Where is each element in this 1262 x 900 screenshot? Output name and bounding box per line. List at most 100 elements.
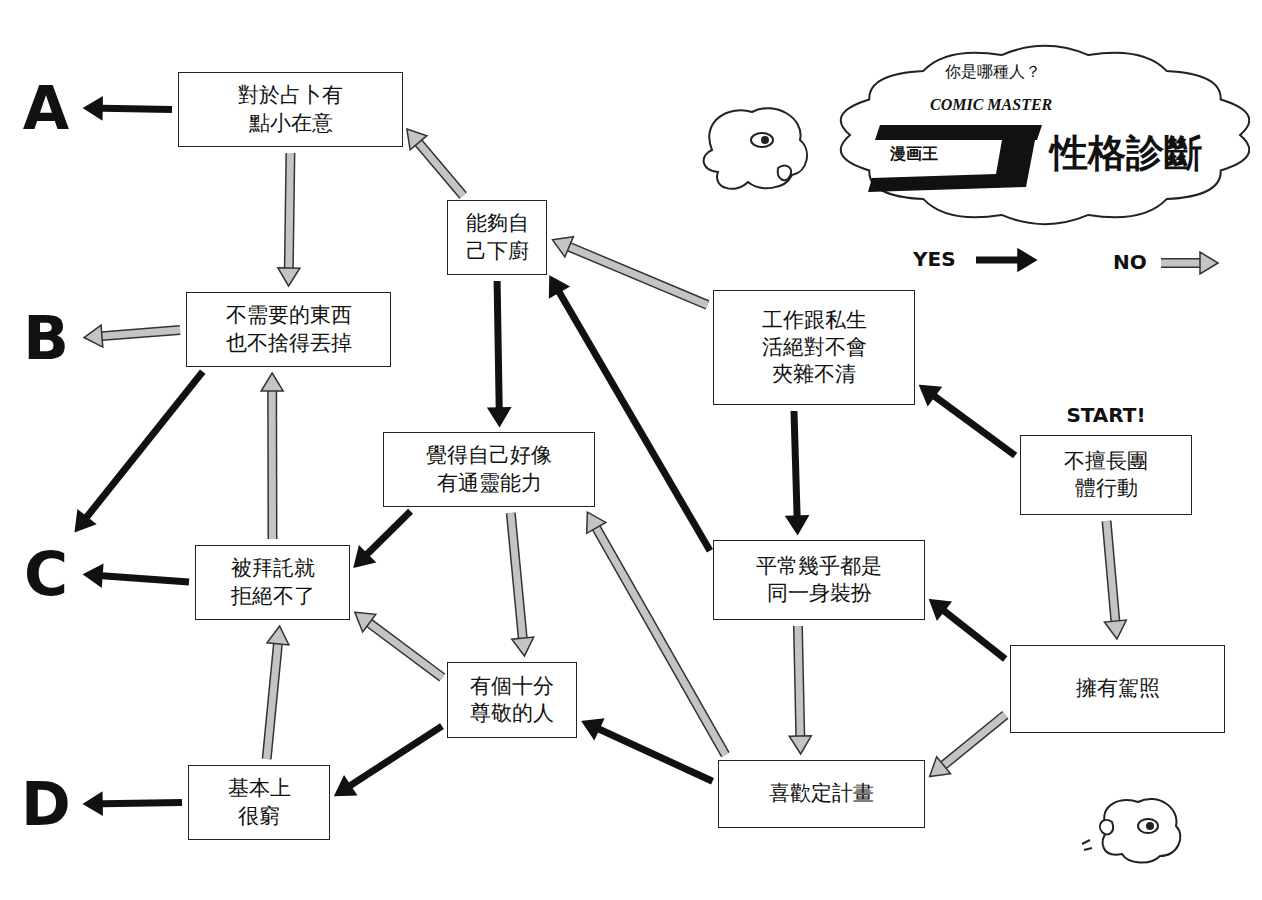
arrow-shaft [569, 247, 707, 305]
motion-lines [1082, 840, 1092, 850]
arrow-head [75, 510, 95, 531]
arrow-head [930, 600, 951, 620]
ghost-eye [751, 133, 773, 147]
arrow-head [789, 736, 811, 754]
yes-arrow [786, 411, 808, 534]
arrow-head [84, 793, 102, 815]
yes-arrow [84, 565, 189, 587]
ghost-hand [778, 166, 791, 181]
no-arrow [789, 626, 811, 754]
arrow-shaft [596, 528, 725, 755]
result-letter: A [14, 70, 78, 146]
question-box: 擁有駕照 [1010, 645, 1225, 733]
legend-label: NO [1113, 250, 1147, 274]
no-arrow [1104, 521, 1126, 639]
question-text: 工作跟私生 活絕對不會 夾雜不清 [762, 307, 867, 389]
arrow-shaft [794, 411, 797, 516]
arrow-head [930, 757, 951, 777]
question-box: 對於占卜有 點小在意 [178, 72, 403, 147]
question-text: 平常幾乎都是 同一身裝扮 [756, 553, 882, 608]
question-text: 有個十分 尊敬的人 [470, 673, 554, 728]
tagline: 你是哪種人？ [945, 62, 1041, 83]
arrow-outline [596, 528, 725, 755]
question-box: 覺得自己好像 有通靈能力 [383, 432, 595, 507]
arrow-head [84, 325, 103, 347]
arrow-shaft [511, 513, 523, 638]
arrow-head [278, 268, 300, 286]
ghost-mascot [704, 108, 807, 189]
result-letter-text: D [21, 774, 71, 834]
arrow-outline [569, 247, 707, 305]
arrow-head [553, 237, 574, 257]
arrow-head [335, 776, 356, 795]
question-box: 不需要的東西 也不捨得丟掉 [186, 292, 391, 367]
arrow-shaft [102, 330, 180, 336]
arrow-outline [102, 330, 180, 336]
arrow-head [488, 408, 510, 426]
question-box: 能夠自 己下廚 [447, 200, 547, 275]
legend-arrow [976, 249, 1036, 271]
arrow-outline [419, 143, 464, 196]
question-box: 平常幾乎都是 同一身裝扮 [713, 540, 925, 620]
question-text: 擁有駕照 [1076, 675, 1160, 702]
arrow-outline [267, 391, 277, 539]
question-text: 不擅長團 體行動 [1064, 448, 1148, 503]
result-letter-text: C [24, 544, 68, 604]
arrow-shaft [1161, 260, 1200, 267]
result-letter-text: A [23, 78, 69, 138]
question-text: 對於占卜有 點小在意 [238, 82, 343, 137]
arrow-shaft [1107, 521, 1116, 621]
result-letter: B [14, 300, 78, 376]
question-box: 基本上 很窮 [188, 765, 330, 840]
question-text: 基本上 很窮 [228, 775, 291, 830]
ghost-eye [1138, 819, 1158, 833]
no-arrow [407, 129, 463, 195]
question-box: START!不擅長團 體行動 [1020, 435, 1192, 515]
arrow-shaft [798, 626, 800, 736]
ghost-body [1103, 799, 1181, 863]
arrow-head [920, 386, 941, 406]
question-box: 被拜託就 拒絕不了 [195, 545, 350, 620]
logo-word: COMIC MASTER [930, 96, 1052, 114]
arrow-outline [1107, 521, 1116, 621]
question-box: 有個十分 尊敬的人 [447, 662, 577, 738]
arrow-shaft [599, 729, 713, 781]
logo-j [868, 140, 1035, 192]
arrow-head [512, 637, 534, 656]
no-arrow [930, 715, 1006, 777]
arrow-shaft [944, 715, 1006, 765]
no-arrow [267, 626, 289, 759]
arrow-outline [267, 644, 278, 759]
ghost-pupil [762, 137, 768, 143]
legend-arrow [1161, 252, 1218, 274]
question-box: 喜歡定計畫 [718, 760, 925, 828]
yes-arrow [84, 793, 182, 815]
arrow-outline [944, 715, 1006, 765]
result-letter-text: B [23, 308, 69, 368]
ghost-body [704, 108, 807, 189]
arrow-head [1104, 620, 1126, 639]
arrow-outline [289, 153, 291, 268]
arrow-shaft [87, 372, 203, 518]
arrow-outline [369, 623, 442, 677]
question-text: 覺得自己好像 有通靈能力 [426, 442, 552, 497]
question-text: 能夠自 己下廚 [466, 210, 529, 265]
arrow-shaft [369, 623, 442, 677]
arrow-head [267, 626, 289, 645]
no-arrow [278, 153, 300, 286]
title-cloud: 你是哪種人？COMIC MASTER漫画王性格診斷 [830, 40, 1250, 230]
arrow-head [407, 129, 427, 150]
arrow-shaft [289, 153, 291, 268]
arrow-head [582, 719, 603, 739]
arrow-shaft [102, 576, 189, 582]
arrow-shaft [497, 281, 499, 408]
arrow-head [786, 516, 808, 534]
legend-label: YES [913, 247, 956, 271]
arrow-head [354, 547, 375, 567]
arrow-shaft [934, 396, 1015, 455]
yes-arrow [354, 511, 410, 567]
arrow-head [1018, 249, 1036, 271]
arrow-outline [1161, 258, 1200, 268]
arrow-head [1200, 252, 1218, 274]
start-label: START! [1021, 402, 1191, 428]
